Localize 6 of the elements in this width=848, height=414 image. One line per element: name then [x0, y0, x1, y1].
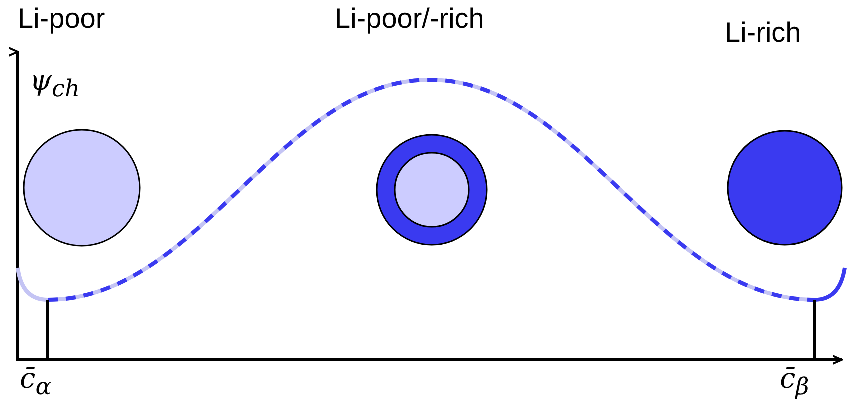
phase-label: Li-rich	[725, 18, 802, 49]
phase-label: Li-poor/-rich	[335, 4, 484, 35]
phase-label: Li-poor	[18, 4, 106, 35]
axis-tick-label: c̄$_{α}$	[20, 364, 52, 400]
axis-label: ψ$_{ch}$	[30, 66, 80, 102]
axis-tick-label: c̄$_{β}$	[780, 364, 810, 400]
